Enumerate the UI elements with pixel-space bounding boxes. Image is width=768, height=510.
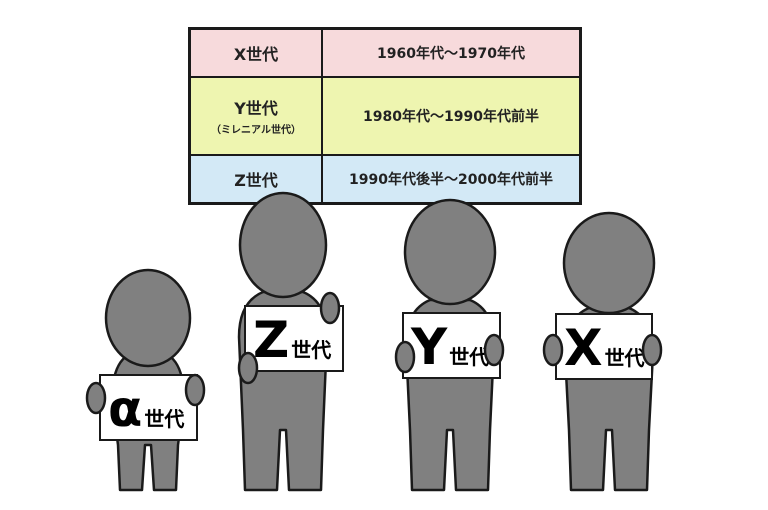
sign-suffix: 世代 [605, 346, 645, 370]
hand [184, 373, 206, 407]
hand [483, 333, 505, 367]
figure-head [104, 268, 192, 368]
sign-letter: α [108, 380, 142, 438]
generation-period: 1980年代〜1990年代前半 [321, 75, 582, 157]
figure-head [238, 191, 328, 299]
table-row-y: Y世代 （ミレニアル世代） 1980年代〜1990年代前半 [188, 75, 582, 157]
figure-head [562, 211, 656, 315]
generation-note: （ミレニアル世代） [211, 125, 301, 137]
sign-letter: Y [410, 318, 448, 376]
sign-letter: Z [253, 311, 289, 369]
figure-head [403, 198, 497, 306]
sign-letter: X [564, 319, 603, 377]
sign-suffix: 世代 [144, 407, 184, 431]
sign-suffix: 世代 [449, 345, 489, 369]
hand [237, 351, 259, 385]
sign-board [402, 312, 501, 379]
hand [319, 291, 341, 325]
generation-period: 1990年代後半〜2000年代前半 [321, 154, 582, 205]
sign-board [99, 374, 198, 441]
generation-cell: Y世代 （ミレニアル世代） [188, 75, 323, 157]
generation-label: Y世代 [234, 99, 278, 119]
generation-period: 1960年代〜1970年代 [321, 27, 582, 78]
sign-suffix: 世代 [291, 338, 331, 362]
generation-label: X世代 [188, 27, 323, 78]
hand [394, 340, 416, 374]
hand [85, 381, 107, 415]
hand [542, 333, 564, 367]
table-row-x: X世代 1960年代〜1970年代 [188, 27, 582, 78]
hand [641, 333, 663, 367]
